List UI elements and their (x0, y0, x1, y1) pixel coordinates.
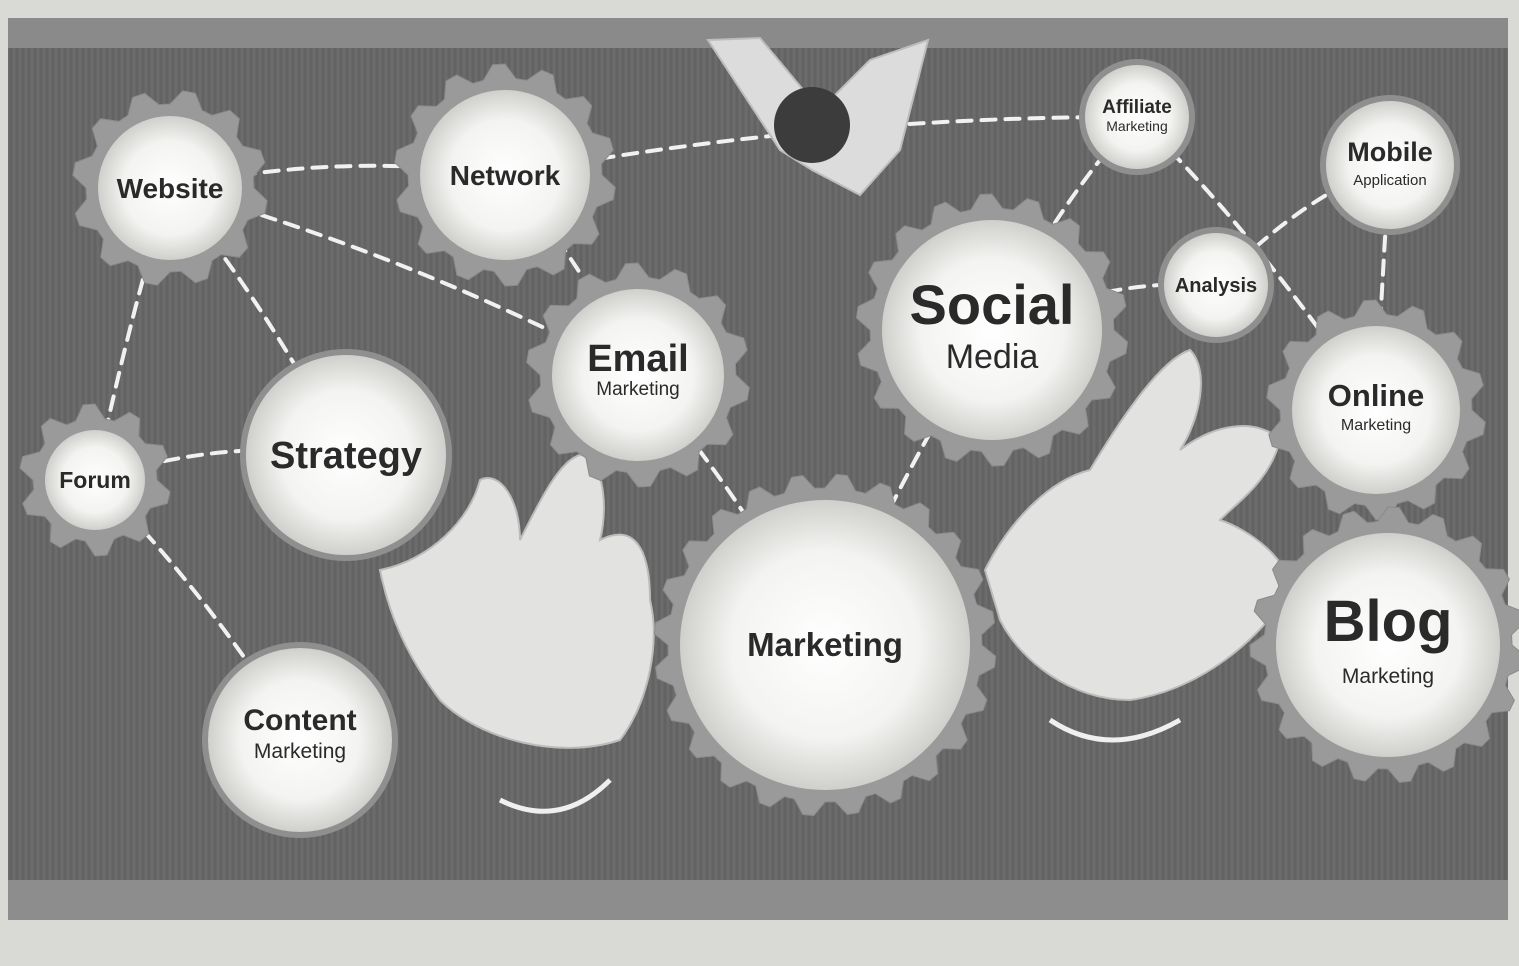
node-label-online-0: Online (1328, 378, 1424, 413)
node-label-analysis-0: Analysis (1175, 275, 1257, 297)
node-label-online-1: Marketing (1341, 417, 1411, 434)
node-label-mobile-0: Mobile (1347, 137, 1433, 167)
node-network: Network (394, 63, 616, 287)
node-label-affiliate-1: Marketing (1106, 118, 1167, 134)
node-label-social-0: Social (910, 273, 1075, 336)
node-label-strategy-0: Strategy (270, 435, 422, 477)
node-marketing: Marketing (653, 473, 997, 817)
node-analysis: Analysis (1158, 227, 1274, 343)
node-disc (1292, 326, 1460, 494)
node-disc (1085, 65, 1189, 169)
node-label-network-0: Network (450, 160, 561, 191)
node-disc (208, 648, 392, 832)
node-label-forum-0: Forum (59, 467, 131, 493)
node-disc (1164, 233, 1268, 337)
node-disc (1276, 533, 1500, 757)
node-disc (552, 289, 724, 461)
node-label-email-1: Marketing (596, 379, 679, 400)
node-label-website-0: Website (117, 173, 224, 204)
node-disc (45, 430, 145, 530)
node-label-marketing-0: Marketing (747, 626, 903, 663)
node-label-blog-0: Blog (1324, 589, 1453, 654)
node-label-blog-1: Marketing (1342, 665, 1434, 688)
node-label-mobile-1: Application (1353, 172, 1426, 189)
node-disc (882, 220, 1102, 440)
left-hand-icon (378, 453, 655, 814)
node-forum: Forum (19, 403, 171, 557)
node-disc (98, 116, 242, 260)
node-label-content-0: Content (243, 704, 356, 737)
figure-icon (706, 36, 930, 197)
node-disc (246, 355, 446, 555)
node-disc (420, 90, 590, 260)
node-website: Website (72, 90, 268, 286)
node-disc (680, 500, 970, 790)
node-strategy: Strategy (240, 349, 452, 561)
board-frame-bottom (8, 880, 1508, 920)
node-disc (1326, 101, 1454, 229)
node-label-content-1: Marketing (254, 740, 346, 763)
node-label-affiliate-0: Affiliate (1102, 97, 1172, 118)
node-label-email-0: Email (587, 338, 688, 380)
node-label-social-1: Media (946, 338, 1039, 376)
